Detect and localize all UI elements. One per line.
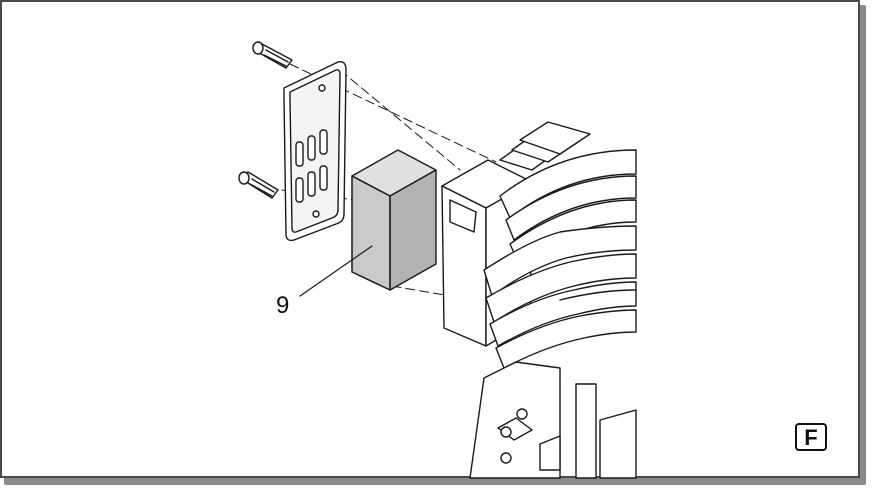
filter-element — [351, 149, 437, 291]
callout-leader-line — [299, 245, 373, 297]
callout-number: 9 — [276, 292, 290, 319]
filter-cover-plate — [283, 60, 347, 242]
figure-letter-badge: F — [795, 423, 827, 451]
screw-top — [252, 41, 293, 69]
screw-bottom — [238, 171, 279, 199]
compressor-head — [441, 121, 637, 479]
